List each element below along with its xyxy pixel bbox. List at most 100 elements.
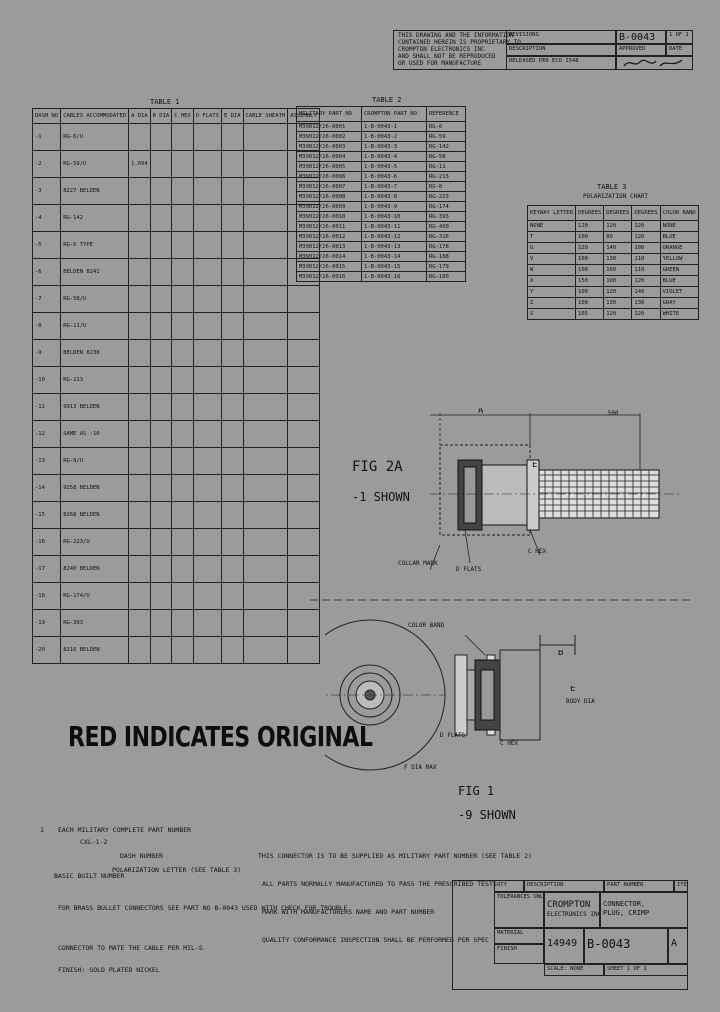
table-cell <box>242 204 289 232</box>
table-cell: M39012/26-0007 <box>296 181 362 192</box>
table-cell <box>242 555 289 583</box>
table-cell: M39012/26-0010 <box>296 211 362 222</box>
table-cell: -11 <box>31 393 62 421</box>
table-cell <box>171 528 194 556</box>
table1-title: TABLE 1 <box>150 98 180 106</box>
note-2: FOR BRASS BULLET CONNECTORS SEE PART NO … <box>58 904 348 912</box>
table-cell: 110 <box>631 264 661 276</box>
table-cell: RG-393 <box>425 211 467 222</box>
fig2a-label: FIG 2A <box>352 459 403 475</box>
description-label-top: DESCRIPTION <box>506 44 616 56</box>
table-cell <box>128 528 151 556</box>
fig2a-drawing <box>429 413 680 571</box>
table-cell: 1-B-0043-5 <box>360 161 427 172</box>
note-7: MARK WITH MANUFACTURERS NAME AND PART NU… <box>262 908 435 916</box>
table-cell: YELLOW <box>659 253 699 265</box>
note-6: ALL PARTS NORMALLY MANUFACTURED TO PASS … <box>262 880 497 888</box>
table-cell <box>220 204 244 232</box>
table-cell <box>149 285 173 313</box>
table-cell: M39012/26-0016 <box>296 271 362 282</box>
table-cell <box>128 339 151 367</box>
table-cell: RG-188 <box>425 251 467 262</box>
table-cell: V <box>526 253 577 265</box>
table-cell <box>242 177 289 205</box>
table-cell <box>192 366 222 394</box>
table-cell: 100 <box>575 286 605 298</box>
table-cell <box>149 366 173 394</box>
company-name: CROMPTON ELECTRONICS INC. <box>544 892 600 928</box>
column-header: C HEX <box>171 108 194 124</box>
finish-label: FINISH <box>494 944 544 964</box>
table-cell <box>242 258 289 286</box>
table-cell: 1-B-0043-13 <box>360 241 427 252</box>
table-cell: -4 <box>31 204 62 232</box>
column-header: KEYWAY LETTER <box>526 205 577 221</box>
table-cell: M39012/26-0015 <box>296 261 362 272</box>
table-cell <box>220 177 244 205</box>
table-cell: RG-11 <box>425 161 467 172</box>
column-header: CROMPTON PART NO <box>360 106 427 122</box>
table-cell <box>220 501 244 529</box>
table-cell: M39012/26-0014 <box>296 251 362 262</box>
table-cell <box>171 123 194 151</box>
table-cell: BELDEN 8241 <box>60 258 130 286</box>
table-cell: RG-400 <box>425 221 467 232</box>
table-cell <box>287 474 320 502</box>
table-cell: GRAY <box>659 297 699 309</box>
column-header: A DIA <box>128 108 151 124</box>
table-cell: -6 <box>31 258 62 286</box>
table-cell: RG-58/U <box>60 285 130 313</box>
table-cell <box>192 258 222 286</box>
table-cell: 1-B-0043-4 <box>360 151 427 162</box>
table-cell <box>192 555 222 583</box>
table-cell <box>242 312 289 340</box>
table-cell <box>171 150 194 178</box>
fig1-e: E <box>570 686 576 693</box>
table-cell: 1-B-0043-2 <box>360 131 427 142</box>
fig2a-collar: COLLAR MARK <box>398 560 438 567</box>
column-header: DEGREES <box>631 205 661 221</box>
table-cell: Y <box>526 286 577 298</box>
table-cell: 120 <box>575 242 605 254</box>
table-cell: RG-213 <box>425 171 467 182</box>
basic-part: BASIC BUILT NUMBER <box>54 872 125 880</box>
signature-cell <box>616 56 693 70</box>
scale-cell: SCALE: NONE <box>544 964 604 976</box>
table-cell <box>287 636 320 664</box>
table-cell <box>242 366 289 394</box>
table-cell <box>242 420 289 448</box>
table-cell: RG-223/U <box>60 528 130 556</box>
table-cell: 100 <box>575 231 605 243</box>
table-cell <box>192 177 222 205</box>
table-cell: -5 <box>31 231 62 259</box>
table-cell <box>128 312 151 340</box>
table-cell <box>128 420 151 448</box>
table-cell: 100 <box>575 264 605 276</box>
table-cell <box>128 123 151 151</box>
table-cell: RG-393 <box>60 609 130 637</box>
fig1-flats: D FLATS <box>440 732 466 739</box>
table-cell: -18 <box>31 582 62 610</box>
revision-entry: RELEASED PER ECO 1548 <box>506 56 616 70</box>
table-cell: RG-59 <box>425 131 467 142</box>
sheet-cell: SHEET 1 OF 1 <box>604 964 688 976</box>
fig2a-dim-e: E <box>532 462 538 469</box>
table-cell <box>192 528 222 556</box>
